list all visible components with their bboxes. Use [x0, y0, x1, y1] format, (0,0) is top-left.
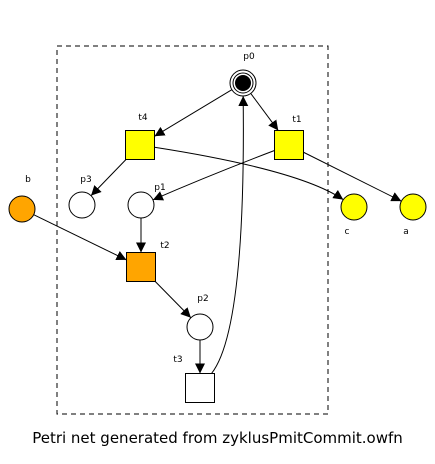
diagram-caption: Petri net generated from zyklusPmitCommi…: [32, 429, 403, 447]
node-label-t2: t2: [160, 241, 169, 251]
node-label-b: b: [25, 175, 31, 185]
arc-t1-a: [303, 151, 402, 202]
arc-t4-c: [154, 146, 344, 201]
transition-t2: [126, 252, 156, 282]
node-label-p0: p0: [243, 52, 255, 62]
node-label-t3: t3: [173, 355, 182, 365]
place-c: [340, 193, 368, 221]
transition-t1: [274, 130, 304, 160]
net-boundary: [56, 45, 329, 415]
node-label-p1: p1: [154, 183, 165, 193]
arcs: [33, 89, 402, 374]
place-p2: [186, 313, 214, 341]
place-b: [8, 195, 36, 223]
arc-t4-p3: [90, 159, 127, 197]
place-a: [399, 193, 427, 221]
node-label-a: a: [403, 227, 409, 237]
nodes: p0 p1 p2 p3 a b c t1 t2 t3 t4: [8, 52, 427, 403]
arc-t3-p0: [211, 95, 249, 374]
place-p1: [127, 191, 155, 219]
transition-t4: [125, 130, 155, 160]
node-label-c: c: [345, 227, 350, 237]
arc-p0-t1: [250, 93, 279, 131]
arc-t1-p1: [152, 150, 275, 201]
place-p0-inner-ring: [232, 72, 254, 94]
arc-p0-t4: [154, 89, 233, 137]
node-label-p3: p3: [80, 175, 91, 185]
node-label-p2: p2: [197, 294, 208, 304]
node-label-t1: t1: [292, 115, 301, 125]
token-p0: [235, 75, 251, 91]
node-label-t4: t4: [138, 113, 148, 123]
arc-t2-p2: [154, 281, 192, 319]
place-p3: [68, 191, 96, 219]
transition-t3: [185, 373, 215, 403]
arc-b-t2: [33, 214, 127, 261]
